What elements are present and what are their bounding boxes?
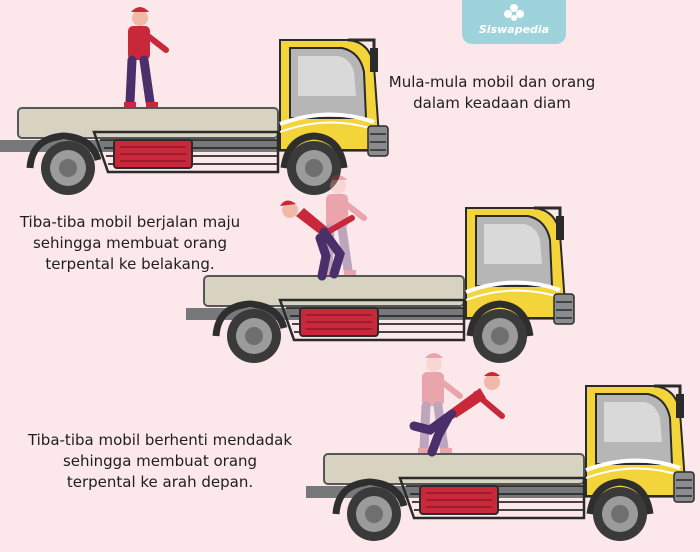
caption-scene-3: Tiba-tiba mobil berhenti mendadak sehing… (8, 430, 312, 493)
caption-line: Tiba-tiba mobil berhenti mendadak (27, 431, 293, 449)
caption-line: dalam keadaan diam (413, 94, 571, 112)
caption-line: sehingga membuat orang (32, 234, 228, 252)
caption-line: terpental ke arah depan. (66, 473, 254, 491)
caption-scene-2: Tiba-tiba mobil berjalan maju sehingga m… (10, 212, 250, 275)
caption-line: Tiba-tiba mobil berjalan maju (19, 213, 241, 231)
truck-scene-1 (0, 7, 388, 195)
siswapedia-logo: Siswapedia (462, 0, 566, 44)
truck-scene-3 (306, 353, 694, 541)
caption-scene-1: Mula-mula mobil dan orang dalam keadaan … (372, 72, 612, 114)
person-standing-1 (124, 7, 166, 107)
brand-name: Siswapedia (478, 23, 550, 36)
caption-line: Mula-mula mobil dan orang (388, 73, 596, 91)
flower-icon (504, 4, 524, 21)
caption-line: sehingga membuat orang (62, 452, 258, 470)
caption-line: terpental ke belakang. (45, 255, 215, 273)
